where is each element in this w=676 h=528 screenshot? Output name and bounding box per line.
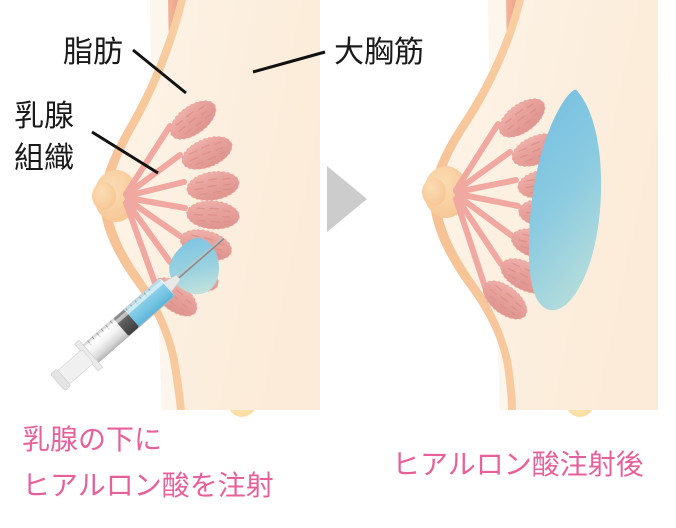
label-pectoralis: 大胸筋 — [334, 35, 424, 70]
leader-line-pectoralis — [252, 50, 326, 74]
before-injection-panel — [50, 0, 326, 419]
caption-left-line1: 乳腺の下に — [22, 423, 162, 456]
milk-ducts-right — [453, 121, 521, 293]
barrel-highlight — [80, 279, 165, 354]
caption-left-line2: ヒアルロン酸を注射 — [22, 469, 274, 502]
leader-line-fat — [132, 48, 187, 95]
leader-line-gland — [91, 130, 159, 175]
label-gland-line1: 乳腺 — [14, 99, 74, 134]
triangle-right-icon — [327, 166, 367, 232]
syringe — [50, 237, 225, 391]
label-fat: 脂肪 — [63, 35, 123, 70]
label-gland-line2: 組織 — [14, 141, 74, 176]
milk-ducts-left — [123, 123, 188, 289]
plunger-thumb-rest — [50, 369, 71, 391]
caption-right-line1: ヒアルロン酸注射後 — [392, 448, 644, 481]
needle-icon — [176, 237, 225, 280]
after-injection-panel — [422, 0, 658, 419]
hyaluronic-filler-right — [528, 89, 602, 311]
syringe-fluid — [123, 279, 174, 327]
